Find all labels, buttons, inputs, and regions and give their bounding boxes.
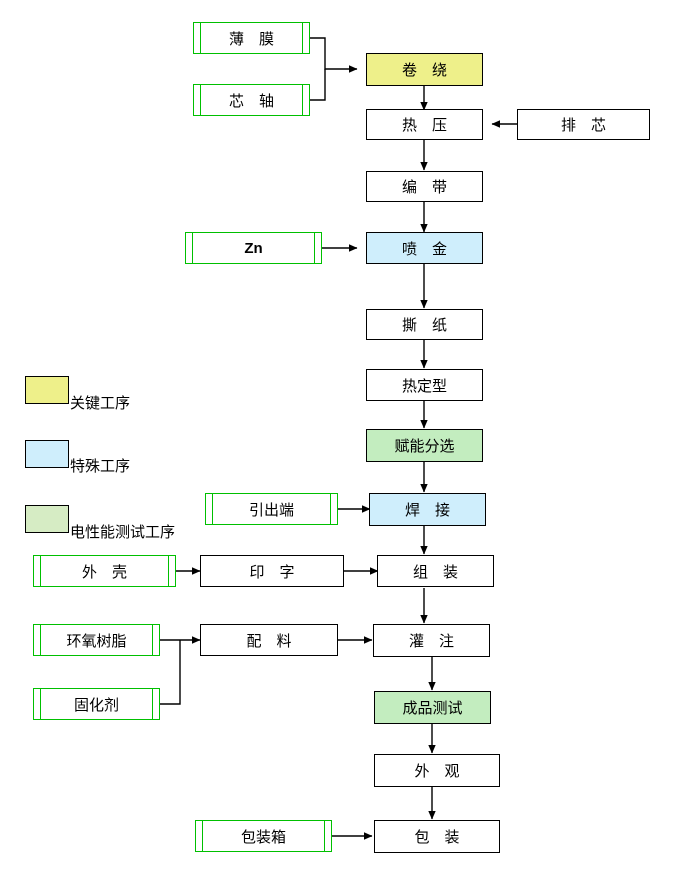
process-metalize-label: 喷 金 [401, 240, 447, 258]
material-lead-label: 引出端 [248, 501, 294, 519]
process-printing-label: 印 字 [249, 563, 295, 581]
process-assembly[interactable]: 组 装 [377, 555, 494, 587]
material-mandrel-label: 芯 轴 [228, 92, 274, 110]
material-zn[interactable]: Zn [185, 232, 322, 264]
material-epoxy[interactable]: 环氧树脂 [33, 624, 160, 656]
legend-swatch-etest-process [25, 505, 69, 533]
process-finaltest-label: 成品测试 [402, 700, 463, 717]
process-potting[interactable]: 灌 注 [373, 624, 490, 657]
process-welding-label: 焊 接 [404, 502, 450, 519]
process-potting-label: 灌 注 [408, 633, 454, 650]
process-assembly-label: 组 装 [412, 563, 458, 581]
process-winding-label: 卷 绕 [401, 62, 447, 79]
process-finaltest[interactable]: 成品测试 [374, 691, 491, 724]
process-heatset-label: 热定型 [401, 377, 447, 395]
process-compounding[interactable]: 配 料 [200, 624, 338, 656]
process-taping[interactable]: 编 带 [366, 171, 483, 202]
material-mandrel[interactable]: 芯 轴 [193, 84, 310, 116]
process-taping-label: 编 带 [401, 179, 447, 196]
process-depin-label: 排 芯 [560, 117, 606, 134]
process-appearance[interactable]: 外 观 [374, 754, 500, 787]
legend-label-special-process: 特殊工序 [70, 458, 131, 475]
material-film[interactable]: 薄 膜 [193, 22, 310, 54]
process-tearpaper-label: 撕 纸 [401, 317, 447, 334]
legend-swatch-special-process [25, 440, 69, 468]
process-depin[interactable]: 排 芯 [517, 109, 650, 140]
material-zn-label: Zn [244, 239, 263, 257]
material-epoxy-label: 环氧树脂 [66, 632, 127, 650]
process-printing[interactable]: 印 字 [200, 555, 344, 587]
process-heatset[interactable]: 热定型 [366, 369, 483, 401]
material-carton[interactable]: 包装箱 [195, 820, 332, 852]
legend-label-etest-process: 电性能测试工序 [70, 524, 176, 541]
material-shell-label: 外 壳 [81, 563, 127, 581]
legend-swatch-key-process [25, 376, 69, 404]
process-winding[interactable]: 卷 绕 [366, 53, 483, 86]
material-lead[interactable]: 引出端 [205, 493, 338, 525]
process-sorting[interactable]: 赋能分选 [366, 429, 483, 462]
process-hotpress[interactable]: 热 压 [366, 109, 483, 140]
material-film-label: 薄 膜 [228, 30, 274, 48]
material-carton-label: 包装箱 [240, 828, 286, 846]
process-welding[interactable]: 焊 接 [369, 493, 486, 526]
process-packaging-label: 包 装 [414, 829, 460, 846]
process-tearpaper[interactable]: 撕 纸 [366, 309, 483, 340]
material-hardener-label: 固化剂 [73, 696, 119, 714]
material-hardener[interactable]: 固化剂 [33, 688, 160, 720]
process-sorting-label: 赋能分选 [394, 438, 455, 455]
process-hotpress-label: 热 压 [401, 117, 447, 134]
process-metalize[interactable]: 喷 金 [366, 232, 483, 264]
process-packaging[interactable]: 包 装 [374, 820, 500, 853]
process-appearance-label: 外 观 [414, 763, 460, 780]
material-shell[interactable]: 外 壳 [33, 555, 176, 587]
legend-label-key-process: 关键工序 [70, 395, 131, 412]
process-compounding-label: 配 料 [246, 632, 292, 650]
